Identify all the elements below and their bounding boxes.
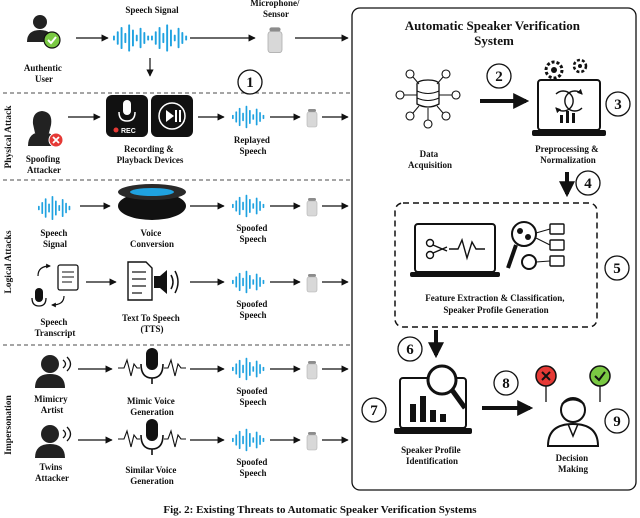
- step-7-badge: [361, 397, 387, 423]
- microphone-sensor-icon: [267, 26, 283, 54]
- speech-signal-label: Speech Signal: [125, 5, 179, 15]
- spoofed-waveform-icon-1: [232, 194, 265, 218]
- spoofed-speech-label-1: Spoofed Speech: [236, 223, 269, 244]
- step-6-badge: [397, 336, 423, 362]
- spoofed-speech-label-2: Spoofed Speech: [236, 299, 269, 320]
- step-3-badge: [605, 91, 631, 117]
- step-4-badge: [575, 170, 601, 196]
- preprocessing-label: Preprocessing & Normalization: [535, 144, 601, 165]
- similar-voice-mic-icon: [118, 419, 186, 455]
- step-8-number: 8: [502, 376, 510, 392]
- step-8-badge: [493, 370, 519, 396]
- replayed-waveform-icon: [232, 105, 265, 129]
- spoofed-waveform-icon-4: [232, 428, 265, 452]
- similar-voice-label: Similar Voice Generation: [125, 465, 178, 486]
- step-5-number: 5: [613, 261, 621, 277]
- speech-transcript-icon: [31, 263, 79, 308]
- step-2-number: 2: [495, 69, 503, 85]
- microphone-icon-logical-1: [306, 197, 318, 217]
- step-9-number: 9: [613, 414, 621, 430]
- smart-speaker-icon: [118, 184, 186, 220]
- step-6-number: 6: [406, 342, 414, 358]
- speech-signal-input-icon: [38, 196, 71, 220]
- authentic-user-label: Authentic User: [24, 63, 64, 84]
- classification-icon: [506, 221, 565, 270]
- speech-signal-input-label: Speech Signal: [40, 228, 69, 249]
- recording-playback-label: Recording & Playback Devices: [117, 144, 184, 165]
- figure-caption: Fig. 2: Existing Threats to Automatic Sp…: [163, 504, 477, 516]
- microphone-icon-impersonation-2: [306, 431, 318, 451]
- step-1-badge: [237, 69, 263, 95]
- recording-device-icon: REC: [106, 95, 148, 137]
- preprocessing-laptop-icon: [532, 58, 606, 136]
- profile-identification-icon: [394, 364, 472, 434]
- step-1-number: 1: [246, 75, 254, 91]
- decision-making-label: Decision Making: [556, 453, 591, 474]
- twins-attacker-label: Twins Attacker: [35, 462, 69, 483]
- asv-system-title: Automatic Speaker Verification System: [405, 18, 584, 48]
- step-3-number: 3: [614, 97, 622, 113]
- microphone-icon-physical: [306, 108, 318, 128]
- step-4-number: 4: [584, 176, 592, 192]
- data-acquisition-label: Data Acquisition: [408, 149, 452, 170]
- mimic-voice-label: Mimic Voice Generation: [127, 396, 177, 417]
- replayed-speech-label: Replayed Speech: [234, 135, 272, 156]
- speech-transcript-label: Speech Transcript: [35, 317, 76, 338]
- data-acquisition-icon: [395, 69, 461, 129]
- section-label-physical: Physical Attack: [4, 105, 14, 169]
- mimicry-artist-icon: [35, 355, 72, 388]
- profile-identification-label: Speaker Profile Identification: [401, 445, 463, 466]
- step-2-badge: [486, 63, 512, 89]
- spoofing-attacker-icon: [28, 111, 64, 148]
- spoofed-waveform-icon-2: [232, 270, 265, 294]
- microphone-label: Microphone/ Sensor: [250, 0, 302, 19]
- text-to-speech-icon: [127, 261, 179, 301]
- svg-text:REC: REC: [121, 128, 136, 135]
- step-7-number: 7: [370, 403, 378, 419]
- microphone-icon-impersonation-1: [306, 360, 318, 380]
- feature-extraction-icon: [410, 223, 500, 277]
- spoofed-waveform-icon-3: [232, 357, 265, 381]
- step-5-badge: [604, 255, 630, 281]
- step-9-badge: [604, 408, 630, 434]
- twins-attacker-icon: [35, 425, 72, 458]
- speech-waveform-icon: [113, 24, 188, 52]
- decision-maker-icon: [535, 365, 611, 447]
- feature-extraction-label: Feature Extraction & Classification, Spe…: [425, 293, 567, 315]
- mimic-voice-mic-icon: [118, 348, 186, 384]
- section-label-impersonation: Impersonation: [4, 394, 14, 454]
- text-to-speech-label: Text To Speech (TTS): [122, 313, 182, 334]
- microphone-icon-logical-2: [306, 273, 318, 293]
- voice-conversion-label: Voice Conversion: [130, 228, 174, 249]
- section-label-logical: Logical Attacks: [4, 230, 14, 293]
- mimicry-artist-label: Mimicry Artist: [34, 394, 70, 415]
- playback-device-icon: [151, 95, 193, 137]
- spoofed-speech-label-3: Spoofed Speech: [236, 386, 269, 407]
- authentic-user-icon: [27, 15, 61, 49]
- spoofed-speech-label-4: Spoofed Speech: [236, 457, 269, 478]
- spoofing-attacker-label: Spoofing Attacker: [26, 154, 62, 175]
